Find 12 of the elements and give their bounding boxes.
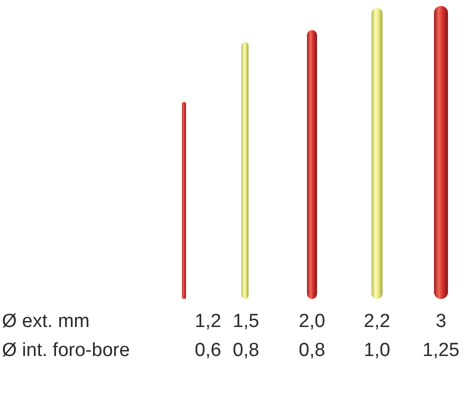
table-value: 0,6 <box>194 340 222 362</box>
table-value: 1,25 <box>422 340 460 362</box>
row-header: Ø ext. mm <box>2 311 90 333</box>
table-value: 0,8 <box>232 340 260 362</box>
table-value: 1,2 <box>194 311 222 333</box>
table-value: 2,0 <box>298 311 326 333</box>
table-value: 1,5 <box>232 311 260 333</box>
table-value: 2,2 <box>364 311 390 333</box>
table-value: 1,0 <box>364 340 390 362</box>
row-header: Ø int. foro-bore <box>2 340 130 362</box>
table-value: 0,8 <box>298 340 326 362</box>
table-value: 3 <box>436 311 446 333</box>
